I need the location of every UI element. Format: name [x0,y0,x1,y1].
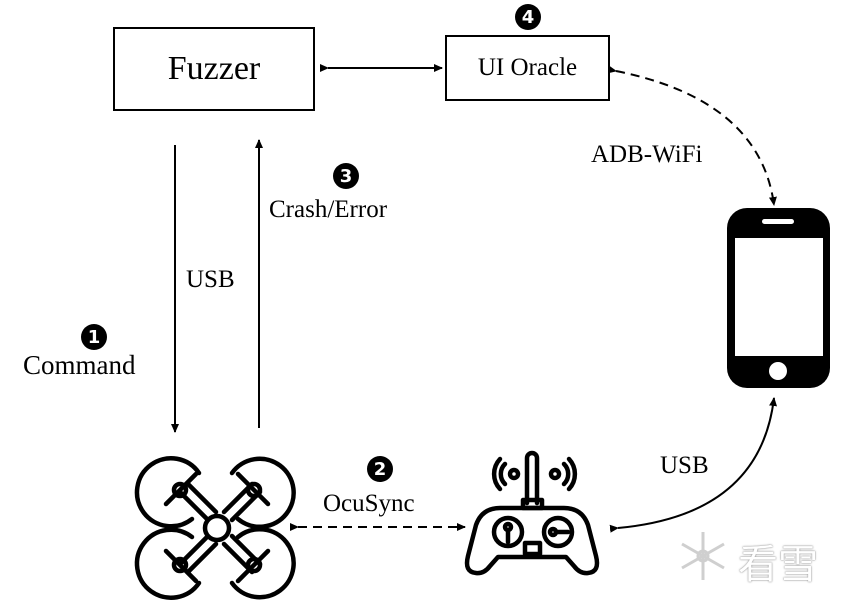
step-badge-3: 3 [333,163,359,189]
usb-vertical-label: USB [186,266,235,293]
command-label: Command [23,350,136,380]
adb-wifi-arrow [607,65,777,206]
usb-curve-arrow [609,397,778,533]
crash-error-label: Crash/Error [269,196,388,223]
ui-oracle-label: UI Oracle [477,54,578,81]
fuzzer-box: Fuzzer [113,27,315,111]
usb-curve-label: USB [660,452,709,479]
adb-wifi-label: ADB-WiFi [591,141,703,168]
ocusync-label: OcuSync [323,490,415,517]
step-badge-1: 1 [81,324,107,350]
watermark-text: 看雪 [738,542,818,588]
fuzzer-label: Fuzzer [167,50,261,87]
ui-oracle-box: UI Oracle [445,35,610,101]
step-badge-2: 2 [367,456,393,482]
step-badge-4: 4 [515,4,541,30]
